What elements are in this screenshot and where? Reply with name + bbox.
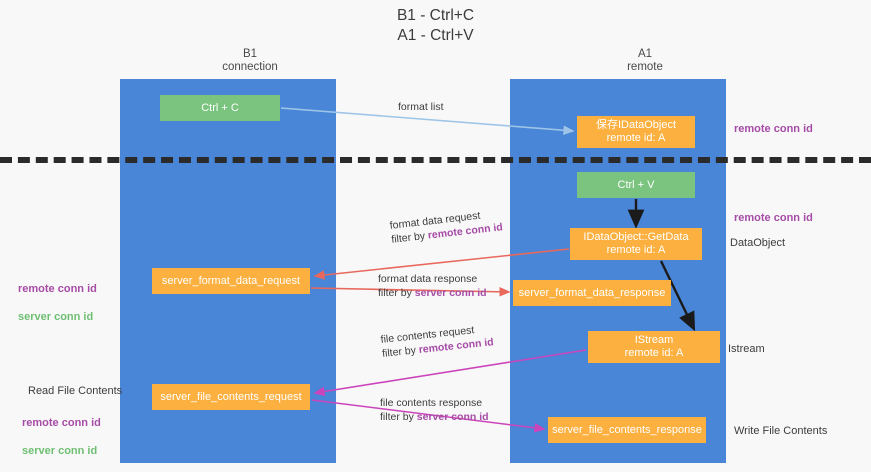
- node-store-idataobject[interactable]: 保存IDataObject remote id: A: [577, 116, 695, 148]
- node-server-file-contents-request[interactable]: server_file_contents_request: [152, 384, 310, 410]
- filter-key-server-conn-id-2: server conn id: [416, 411, 489, 423]
- edge-label-format-list: format list: [398, 101, 444, 113]
- node-server-format-data-request[interactable]: server_format_data_request: [152, 268, 310, 294]
- node-idataobject-getdata[interactable]: IDataObject::GetData remote id: A: [570, 228, 702, 260]
- edge-label-format-data-response-line1: format data response: [378, 273, 478, 285]
- lane-header-a1: A1 remote: [627, 48, 663, 73]
- edge-label-format-data-response: format data response filter by server co…: [378, 272, 487, 300]
- node-istream[interactable]: IStream remote id: A: [588, 331, 720, 363]
- annotation-remote-conn-id-top: remote conn id: [734, 123, 813, 135]
- lane-header-b1: B1 connection: [222, 48, 278, 73]
- annotation-left-conn-ids: remote conn id server conn id: [18, 268, 97, 338]
- filter-key-server-conn-id: server conn id: [414, 287, 487, 299]
- annotation-left-server-conn-id: server conn id: [18, 311, 94, 323]
- edge-label-file-contents-response: file contents response filter by server …: [380, 396, 489, 424]
- annotation-read-file-contents: Read File Contents: [28, 385, 123, 397]
- annotation-istream: Istream: [728, 343, 765, 355]
- node-ctrl-v[interactable]: Ctrl + V: [577, 172, 695, 198]
- phase-divider: [0, 157, 871, 163]
- node-server-format-data-response[interactable]: server_format_data_response: [513, 280, 671, 306]
- edge-label-file-contents-request: file contents request filter by remote c…: [380, 321, 494, 361]
- edge-label-format-data-request: format data request filter by remote con…: [389, 206, 503, 247]
- edge-label-file-contents-response-filter: filter by server conn id: [380, 411, 489, 423]
- annotation-left-remote-conn-id-2: remote conn id: [22, 417, 101, 429]
- annotation-left-conn-ids-2: remote conn id server conn id: [22, 402, 101, 472]
- node-server-file-contents-response[interactable]: server_file_contents_response: [548, 417, 706, 443]
- edge-label-file-contents-response-line1: file contents response: [380, 397, 483, 409]
- annotation-remote-conn-id-mid: remote conn id: [734, 212, 813, 224]
- edge-label-format-data-response-filter: filter by server conn id: [378, 287, 487, 299]
- node-ctrl-c[interactable]: Ctrl + C: [160, 95, 280, 121]
- annotation-dataobject: DataObject: [730, 237, 786, 249]
- page-title: B1 - Ctrl+C A1 - Ctrl+V: [396, 7, 475, 44]
- annotation-left-server-conn-id-2: server conn id: [22, 445, 98, 457]
- annotation-write-file-contents: Write File Contents: [734, 425, 828, 437]
- annotation-left-remote-conn-id: remote conn id: [18, 283, 97, 295]
